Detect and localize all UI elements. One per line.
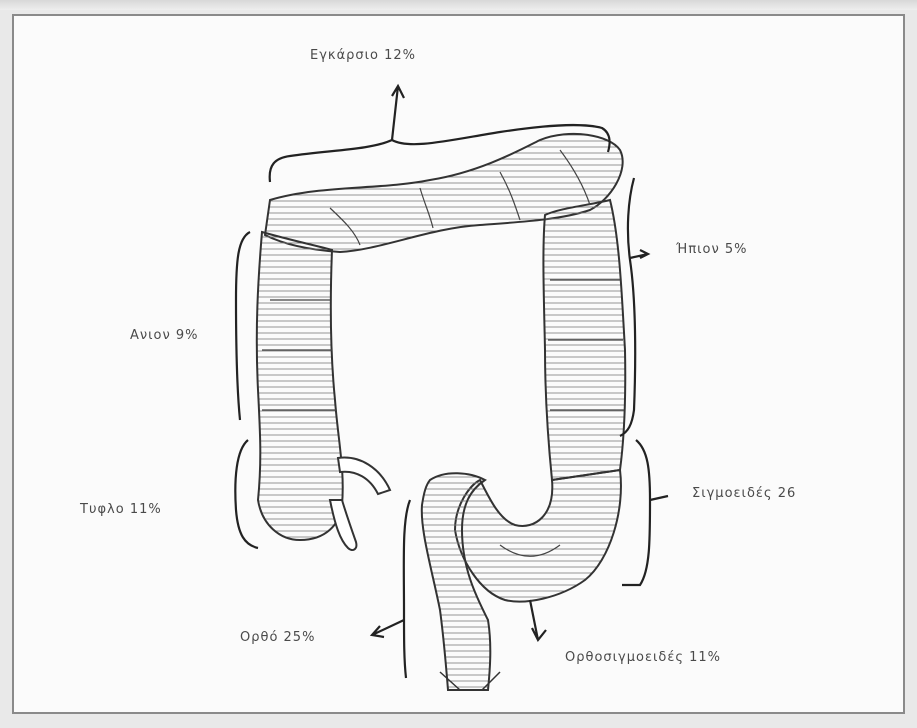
label-rectosigmoid: Ορθοσιγμοειδές 11% bbox=[565, 650, 721, 665]
label-sigmoid: Σιγμοειδές 26 bbox=[692, 486, 796, 501]
label-ascending: Ανιον 9% bbox=[130, 328, 199, 343]
label-transverse: Εγκάρσιο 12% bbox=[310, 48, 416, 63]
terminal-ileum bbox=[338, 458, 390, 494]
sigmoid-colon bbox=[455, 470, 621, 602]
label-descending: Ήπιον 5% bbox=[676, 242, 748, 257]
label-cecum: Τυφλο 11% bbox=[80, 502, 162, 517]
ascending-colon bbox=[257, 232, 343, 540]
label-rectum: Ορθό 25% bbox=[240, 630, 315, 645]
